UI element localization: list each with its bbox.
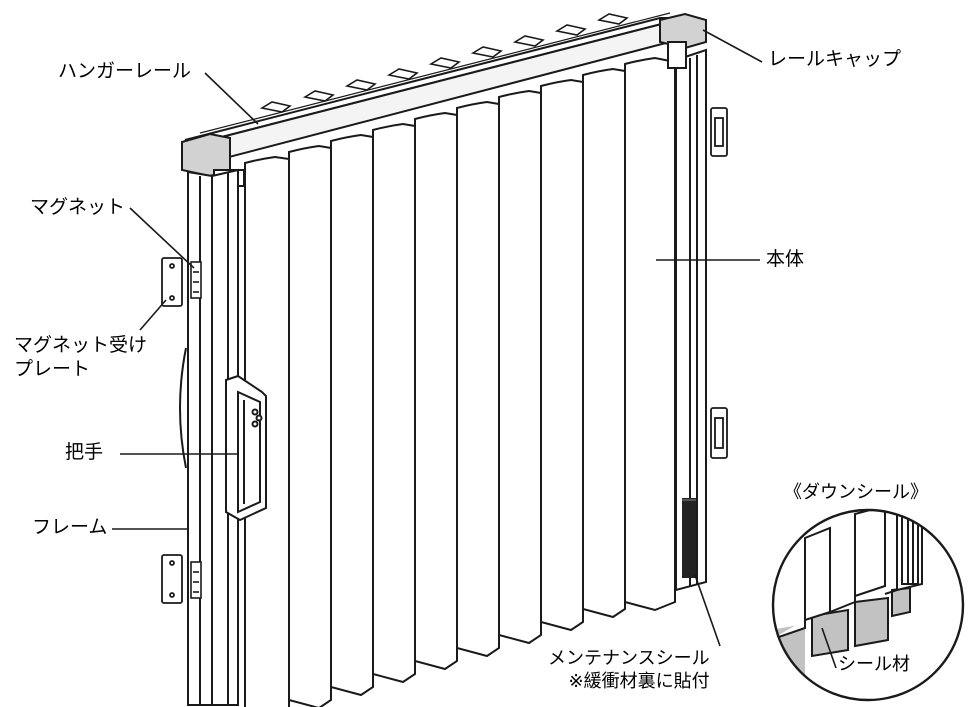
magnet-plate-right [710, 107, 728, 459]
magnet-plate-label-line2: プレート [14, 357, 91, 380]
hanger-rail [184, 12, 686, 164]
accordion-body [244, 56, 676, 707]
rear-panel-tops [259, 13, 629, 113]
magnet-strip [190, 261, 202, 599]
door-edge-curve [179, 347, 187, 469]
down-seal-title: 《ダウンシール》 [784, 482, 928, 503]
maintenance-seal-label: メンテナンスシール ※緩衝材裏に貼付 [548, 648, 710, 693]
maintenance-seal-label-line1: メンテナンスシール [548, 648, 710, 669]
rail-cap [181, 12, 707, 187]
handle-label: 把手 [65, 441, 104, 463]
magnet-label: マグネット [30, 196, 126, 218]
magnet-plate-left [161, 257, 183, 604]
hanger-rail-label: ハンガーレール [58, 60, 192, 82]
magnet-plate-label: マグネット受け プレート [14, 334, 147, 382]
frame-label: フレーム [32, 516, 108, 538]
maintenance-seal-label-line2: ※緩衝材裏に貼付 [568, 670, 710, 692]
rail-cap-label: レールキャップ [768, 48, 902, 70]
magnet-plate-label-line1: マグネット受け [14, 334, 148, 356]
seal-material-label: シール材 [838, 654, 910, 675]
leader-lines [112, 29, 763, 647]
handle [225, 374, 267, 522]
body-label: 本体 [766, 248, 805, 270]
right-frame [675, 48, 707, 592]
